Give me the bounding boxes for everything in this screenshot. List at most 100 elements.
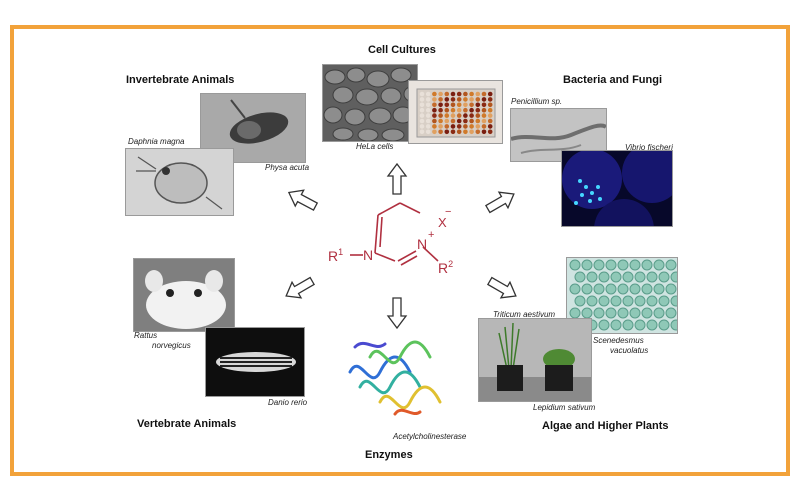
well: [432, 102, 437, 108]
caption-norvegicus: norvegicus: [152, 341, 191, 350]
algae-cell: [586, 271, 598, 283]
hela-cells-image: [322, 64, 418, 142]
well: [438, 91, 443, 97]
n1-label: N: [363, 247, 373, 263]
well: [456, 124, 462, 129]
caption-physa-acuta: Physa acuta: [265, 163, 310, 172]
algae-cell: [665, 283, 677, 295]
algae-cell: [617, 307, 629, 319]
well: [475, 91, 481, 97]
arrow-to-vertebrate: [285, 276, 316, 299]
well: [475, 113, 481, 118]
well: [425, 118, 431, 124]
caption-lepidium-sativum: Lepidium sativum: [533, 403, 596, 412]
well: [432, 129, 437, 135]
arrow-to-bacteria: [484, 191, 515, 214]
plants-pots-image: [478, 318, 592, 402]
well: [481, 124, 487, 129]
algae-cell: [598, 295, 610, 307]
algae-cell: [634, 319, 646, 331]
well: [419, 113, 425, 118]
well: [469, 107, 474, 113]
arrow-to-invertebrate: [287, 189, 319, 211]
well: [463, 107, 468, 113]
well: [475, 102, 481, 108]
caption-acetylcholinesterase: Acetylcholinesterase: [393, 432, 467, 441]
well: [425, 102, 431, 108]
algae-cell: [670, 271, 677, 283]
minus-charge: −: [445, 206, 451, 218]
imidazolium-structure: R1 N N + X − R2: [328, 202, 453, 276]
algae-cell: [581, 283, 593, 295]
heading-vertebrate-animals: Vertebrate Animals: [137, 418, 237, 430]
arrow-to-plants: [486, 276, 517, 299]
well: [481, 102, 487, 108]
well: [425, 91, 431, 97]
penicillium-image: [510, 108, 607, 162]
well: [444, 102, 450, 108]
caption-danio-rerio: Danio rerio: [268, 398, 308, 407]
well: [425, 129, 431, 135]
well: [456, 118, 462, 124]
rattus-norvegicus-image: [133, 258, 235, 332]
well: [438, 102, 443, 108]
well: [419, 129, 425, 135]
well: [419, 91, 425, 97]
heading-algae-and-higher-plants: Algae and Higher Plants: [542, 420, 669, 432]
well: [463, 102, 468, 108]
well: [438, 113, 443, 118]
algae-cell: [610, 295, 622, 307]
algae-cell: [665, 259, 677, 271]
well: [444, 129, 450, 135]
well: [432, 113, 437, 118]
well: [438, 118, 443, 124]
heading-cell-cultures: Cell Cultures: [368, 44, 436, 56]
well: [481, 118, 487, 124]
algae-cell: [574, 295, 586, 307]
algae-cell: [629, 307, 641, 319]
well: [463, 97, 468, 102]
well: [425, 113, 431, 118]
caption-vibrio-fischeri: Vibrio fischeri: [625, 143, 673, 152]
caption-scenedesmus: Scenedesmus: [593, 336, 644, 345]
vibrio-fischeri-image: [561, 150, 673, 227]
well: [432, 97, 437, 102]
well: [475, 107, 481, 113]
algae-cell: [617, 283, 629, 295]
algae-cell: [622, 295, 634, 307]
well: [432, 91, 437, 97]
well: [475, 118, 481, 124]
well: [475, 129, 481, 135]
well: [487, 124, 493, 129]
well: [463, 113, 468, 118]
well: [419, 107, 425, 113]
well: [425, 124, 431, 129]
well: [481, 107, 487, 113]
heading-invertebrate-animals: Invertebrate Animals: [126, 74, 235, 86]
well: [487, 91, 493, 97]
well: [456, 107, 462, 113]
anion-label: X: [438, 215, 447, 230]
algae-cell: [641, 283, 653, 295]
algae-cell: [622, 319, 634, 331]
well: [487, 107, 493, 113]
algae-cell: [598, 271, 610, 283]
algae-cell: [646, 319, 658, 331]
well: [450, 129, 456, 135]
well: [444, 124, 450, 129]
arrow-to-enzymes: [386, 297, 408, 330]
r2-label: R2: [438, 259, 453, 276]
well: [450, 107, 456, 113]
well: [444, 91, 450, 97]
well-plate-image: [408, 80, 503, 144]
caption-triticum-aestivum: Triticum aestivum: [493, 310, 556, 319]
algae-cell: [629, 259, 641, 271]
algae-cell: [653, 307, 665, 319]
algae-cell: [605, 283, 617, 295]
algae-cell: [641, 307, 653, 319]
well: [419, 102, 425, 108]
algae-cell: [605, 307, 617, 319]
well: [487, 118, 493, 124]
well: [481, 129, 487, 135]
